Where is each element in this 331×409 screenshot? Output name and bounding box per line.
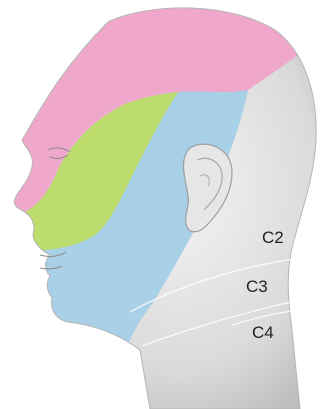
dermatome-label-c3: C3 xyxy=(246,278,268,295)
dermatome-label-c4: C4 xyxy=(252,324,274,341)
dermatome-label-c2: C2 xyxy=(262,229,284,246)
